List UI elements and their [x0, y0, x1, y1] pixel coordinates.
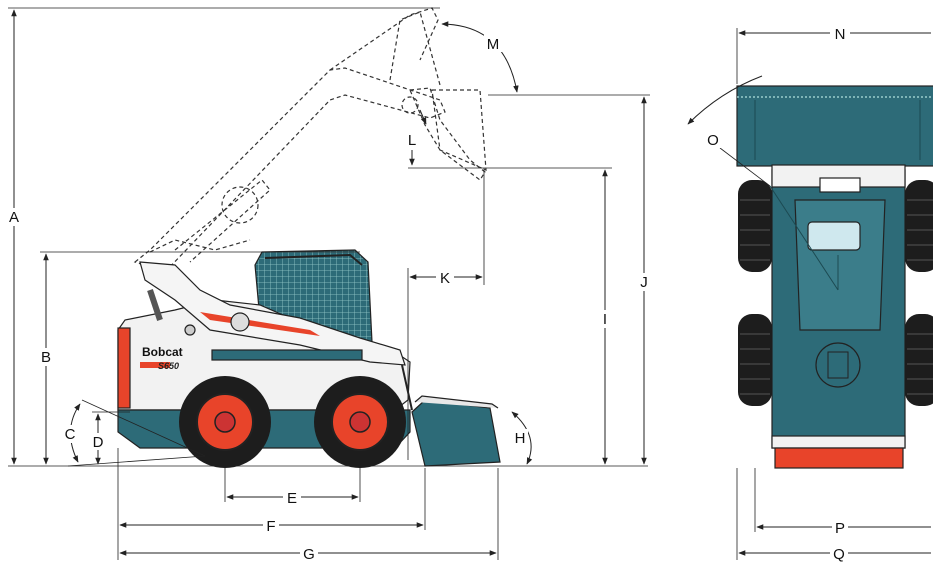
top-tire-rear-left — [738, 314, 772, 406]
dimension-m: M — [441, 21, 519, 93]
top-roof-window — [807, 221, 861, 251]
rear-panel — [117, 327, 131, 409]
label-l: L — [408, 132, 416, 149]
dimension-f: F — [117, 448, 426, 560]
brand-decal: Bobcat — [142, 345, 183, 359]
top-cab — [794, 199, 886, 331]
dimension-p: P — [754, 468, 931, 537]
dimension-q: Q — [736, 468, 931, 563]
dimension-l: L — [408, 109, 427, 166]
rear-wheel — [314, 376, 406, 468]
dimension-a: A — [6, 7, 440, 465]
top-engine-hatch — [815, 342, 861, 388]
top-bucket — [736, 85, 933, 167]
top-rear-bumper — [774, 447, 904, 469]
label-d: D — [93, 434, 104, 451]
label-k: K — [440, 270, 450, 287]
raised-lift-arm — [133, 7, 487, 273]
front-wheel — [179, 376, 271, 468]
dimension-o: O — [687, 75, 771, 187]
dimension-e: E — [224, 468, 361, 507]
label-a: A — [9, 209, 19, 226]
dimension-c: C — [62, 399, 206, 467]
lift-arm — [139, 261, 406, 366]
label-i: I — [603, 311, 607, 328]
top-tire-front-right — [905, 180, 933, 272]
model-decal: S650 — [158, 361, 179, 371]
label-b: B — [41, 349, 51, 366]
label-h: H — [515, 430, 526, 447]
label-c: C — [65, 426, 76, 443]
side-view: Bobcat S650 — [6, 7, 652, 563]
label-n: N — [835, 26, 846, 43]
dimension-g: G — [119, 468, 499, 563]
label-g: G — [303, 546, 315, 562]
label-j: J — [640, 274, 648, 291]
arm-brace — [211, 349, 363, 361]
label-p: P — [835, 520, 845, 537]
label-f: F — [266, 518, 275, 535]
label-m: M — [487, 36, 500, 53]
dimension-k: K — [407, 168, 485, 460]
top-tire-rear-right — [905, 314, 933, 406]
dimension-n: N — [736, 24, 931, 84]
dimension-i: I — [408, 167, 612, 465]
lowered-bucket — [401, 364, 501, 467]
label-o: O — [707, 132, 719, 149]
dimension-b: B — [38, 251, 360, 465]
dimension-d: D — [90, 411, 130, 465]
dimension-j: J — [488, 94, 652, 465]
top-tire-front-left — [738, 180, 772, 272]
dimension-h: H — [511, 411, 533, 465]
label-q: Q — [833, 546, 845, 562]
top-view: N O P Q — [687, 24, 933, 563]
arm-stripe — [200, 312, 320, 336]
label-e: E — [287, 490, 297, 507]
